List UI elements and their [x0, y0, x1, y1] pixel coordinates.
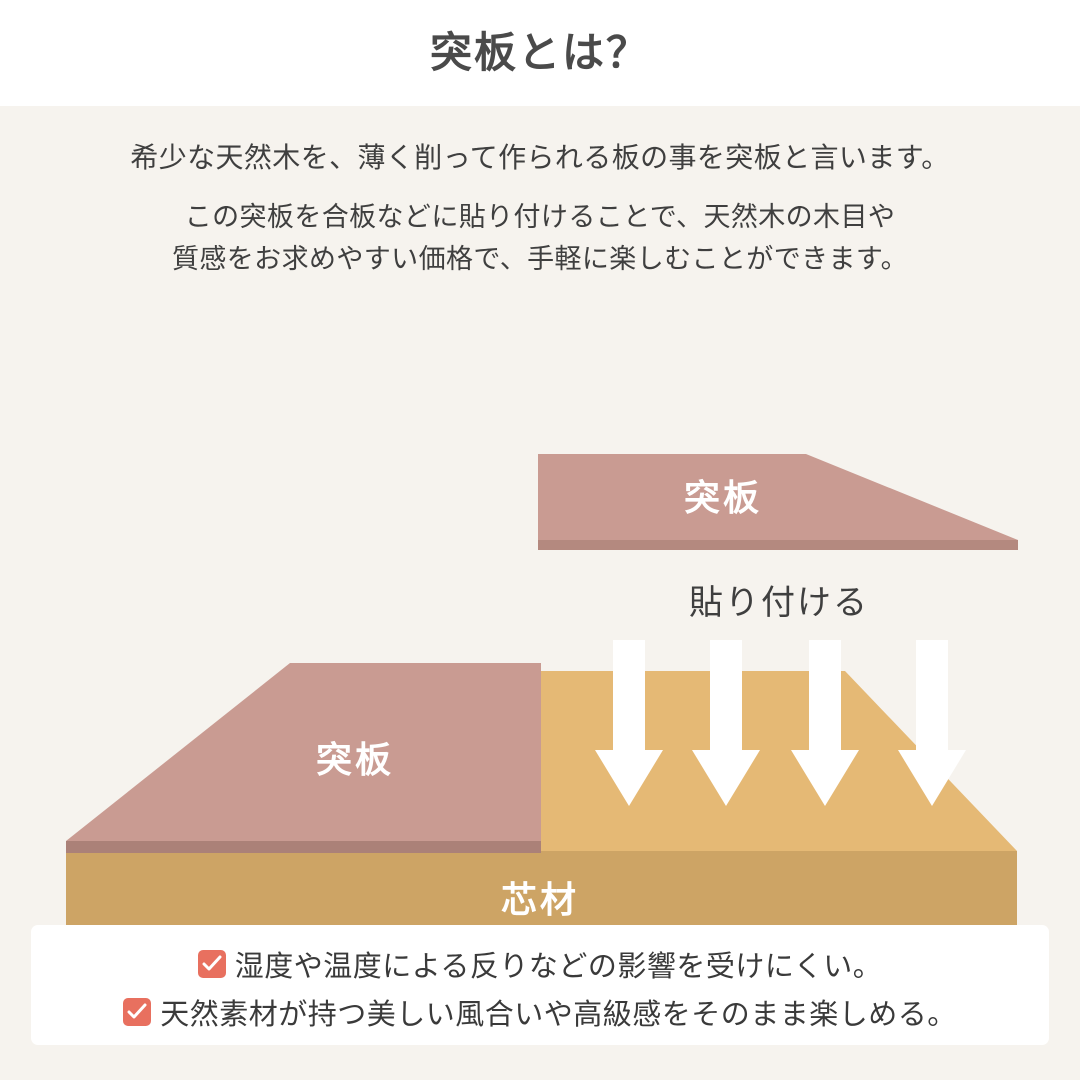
- core-top-face: [541, 671, 1017, 851]
- block-veneer-group: [66, 663, 541, 853]
- check-icon: [197, 950, 226, 978]
- core-front-face: [66, 851, 1017, 941]
- feature-text: 湿度や温度による反りなどの影響を受けにくい。: [234, 951, 883, 983]
- core-label: 芯材: [501, 879, 579, 920]
- check-icon: [123, 998, 152, 1026]
- arrow-down-icon: [692, 640, 760, 806]
- arrow-down-icon: [791, 640, 859, 806]
- arrow-group: [595, 640, 966, 806]
- arrow-down-icon: [595, 640, 663, 806]
- intro-copy: 希少な天然木を、薄く削って作られる板の事を突板と言います。 この突板を合板などに…: [0, 136, 1080, 281]
- body-area: 希少な天然木を、薄く削って作られる板の事を突板と言います。 この突板を合板などに…: [0, 106, 1080, 1080]
- intro-line-2a: この突板を合板などに貼り付けることで、天然木の木目や: [184, 202, 896, 233]
- paste-label: 貼り付ける: [689, 584, 869, 622]
- page-title: 突板とは？: [429, 29, 650, 76]
- arrow-down-icon: [898, 640, 966, 806]
- feature-row: 湿度や温度による反りなどの影響を受けにくい。: [31, 943, 1049, 985]
- veneer-slab-edge: [538, 540, 1018, 550]
- intro-line-2b: 質感をお求めやすい価格で、手軽に楽しむことができます。: [171, 244, 909, 275]
- veneer-slab-group: [538, 454, 1018, 550]
- veneer-diagram: 突板 突板 芯材 貼り付ける: [0, 212, 1080, 972]
- intro-block-2: この突板を合板などに貼り付けることで、天然木の木目や 質感をお求めやすい価格で、…: [0, 197, 1080, 281]
- veneer-slab-label: 突板: [684, 477, 762, 518]
- core-block-group: [66, 671, 1017, 941]
- header-band: 突板とは？: [0, 0, 1080, 106]
- block-veneer-label: 突板: [316, 739, 394, 780]
- intro-line-1: 希少な天然木を、薄く削って作られる板の事を突板と言います。: [130, 142, 950, 173]
- block-veneer-edge: [66, 841, 541, 853]
- feature-text: 天然素材が持つ美しい風合いや高級感をそのまま楽しめる。: [160, 999, 957, 1031]
- block-veneer-top-face: [66, 663, 541, 841]
- feature-row: 天然素材が持つ美しい風合いや高級感をそのまま楽しめる。: [31, 991, 1049, 1033]
- feature-card: 湿度や温度による反りなどの影響を受けにくい。 天然素材が持つ美しい風合いや高級感…: [31, 925, 1049, 1045]
- veneer-slab-top-face: [538, 454, 1018, 540]
